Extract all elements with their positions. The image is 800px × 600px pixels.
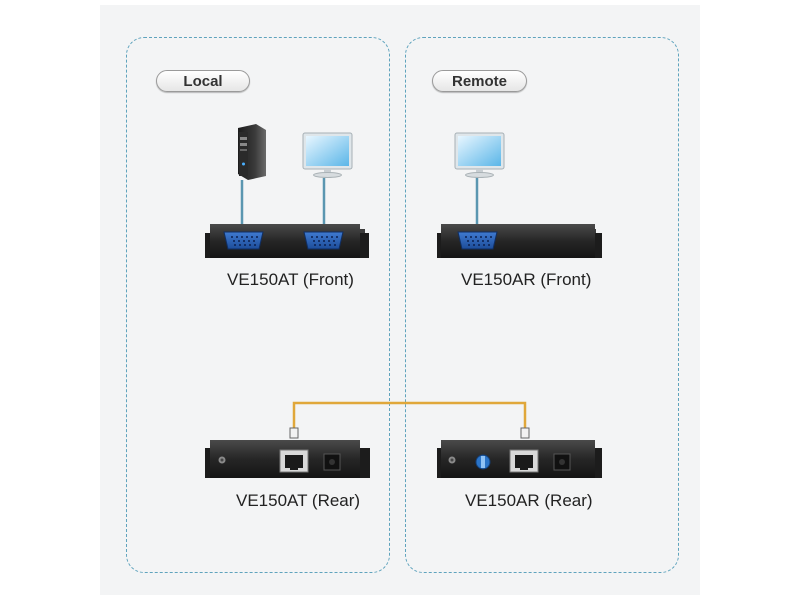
- ve150ar-front-device: [437, 224, 602, 258]
- local-zone-label: Local: [156, 70, 250, 92]
- rj45-port-icon: [509, 449, 539, 473]
- monitor-icon: [454, 132, 505, 178]
- vga-cable: [240, 178, 479, 232]
- computer-tower-icon: [238, 124, 266, 180]
- ve150ar-rear-label: VE150AR (Rear): [465, 491, 593, 510]
- vga-port-icon: [457, 231, 498, 250]
- diagram-background: [100, 5, 700, 595]
- ve150ar-rear-device: [437, 440, 602, 478]
- ve150at-front-device: [205, 224, 369, 258]
- ve150ar-front-label: VE150AR (Front): [461, 270, 592, 289]
- ground-screw-icon: [218, 456, 226, 464]
- ve150at-rear-device: [205, 440, 370, 478]
- ve150at-rear-label: VE150AT (Rear): [236, 491, 361, 510]
- ve150at-front-label: VE150AT (Front): [227, 270, 354, 289]
- remote-zone-label: Remote: [432, 70, 527, 92]
- vga-port-icon: [303, 231, 344, 250]
- local-zone: [126, 37, 390, 573]
- ground-screw-icon: [448, 456, 456, 464]
- vga-port-icon: [223, 231, 264, 250]
- cat5-cable: [289, 401, 530, 439]
- rj45-port-icon: [279, 449, 309, 473]
- monitor-icon: [302, 132, 353, 178]
- power-jack-icon: [323, 453, 341, 471]
- power-jack-icon: [553, 453, 571, 471]
- dip-switch-icon: [475, 454, 491, 470]
- remote-zone: [405, 37, 679, 573]
